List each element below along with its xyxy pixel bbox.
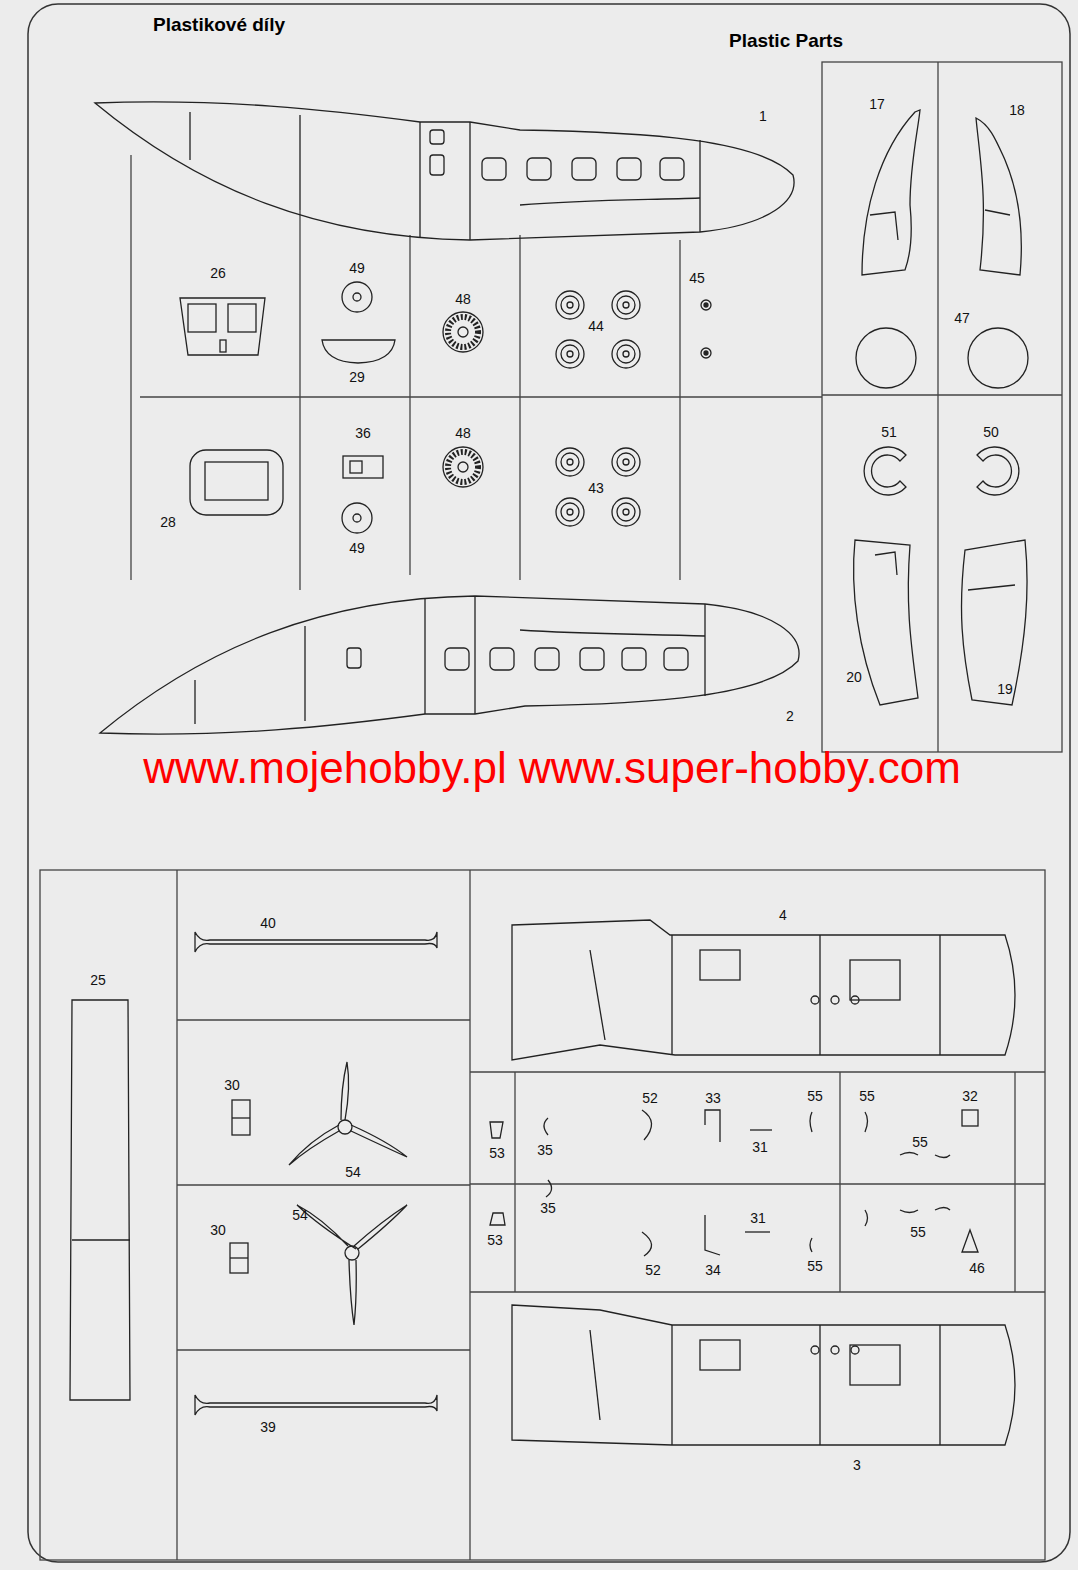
part-number: 47 — [954, 311, 970, 325]
part-number: 55 — [912, 1135, 928, 1149]
page-border — [28, 4, 1070, 1562]
part-number: 31 — [750, 1211, 766, 1225]
part-number: 17 — [869, 97, 885, 111]
part-number: 45 — [689, 271, 705, 285]
part-number: 32 — [962, 1089, 978, 1103]
part-number: 44 — [588, 319, 604, 333]
part-number: 1 — [759, 109, 767, 123]
part-number: 18 — [1009, 103, 1025, 117]
part-number: 20 — [846, 670, 862, 684]
sheet-heading: Plastikové díly — [153, 15, 285, 34]
part-number: 30 — [224, 1078, 240, 1092]
part-number: 52 — [645, 1263, 661, 1277]
part-number: 26 — [210, 266, 226, 280]
part-number: 50 — [983, 425, 999, 439]
part-number: 3 — [853, 1458, 861, 1472]
part-number: 29 — [349, 370, 365, 384]
part-number: 55 — [859, 1089, 875, 1103]
sheet-heading: Plastic Parts — [729, 31, 843, 50]
part-number: 55 — [910, 1225, 926, 1239]
part-number: 25 — [90, 973, 106, 987]
part-number: 54 — [292, 1208, 308, 1222]
fuselage-half — [100, 596, 799, 734]
part-number: 4 — [779, 908, 787, 922]
part-number: 48 — [455, 292, 471, 306]
part-number: 35 — [540, 1201, 556, 1215]
part-number: 49 — [349, 261, 365, 275]
part-number: 2 — [786, 709, 794, 723]
sprue-frame — [131, 62, 1062, 752]
part-number: 40 — [260, 916, 276, 930]
part-number: 52 — [642, 1091, 658, 1105]
part-number: 36 — [355, 426, 371, 440]
part-number: 30 — [210, 1223, 226, 1237]
part-number: 33 — [705, 1091, 721, 1105]
part-number: 34 — [705, 1263, 721, 1277]
watermark: www.mojehobby.pl www.super-hobby.com — [143, 746, 961, 790]
part-number: 54 — [345, 1165, 361, 1179]
part-outline — [180, 110, 1028, 705]
part-number: 49 — [349, 541, 365, 555]
part-number: 28 — [160, 515, 176, 529]
part-number: 35 — [537, 1143, 553, 1157]
part-number: 55 — [807, 1259, 823, 1273]
part-number: 39 — [260, 1420, 276, 1434]
part-number: 55 — [807, 1089, 823, 1103]
part-number: 19 — [997, 682, 1013, 696]
part-number: 46 — [969, 1261, 985, 1275]
fuselage-half — [95, 102, 794, 240]
part-number: 48 — [455, 426, 471, 440]
sprue-frame — [40, 870, 1045, 1560]
part-number: 51 — [881, 425, 897, 439]
part-number: 43 — [588, 481, 604, 495]
part-number: 31 — [752, 1140, 768, 1154]
part-number: 53 — [489, 1146, 505, 1160]
part-outline — [70, 920, 1015, 1445]
part-number: 53 — [487, 1233, 503, 1247]
